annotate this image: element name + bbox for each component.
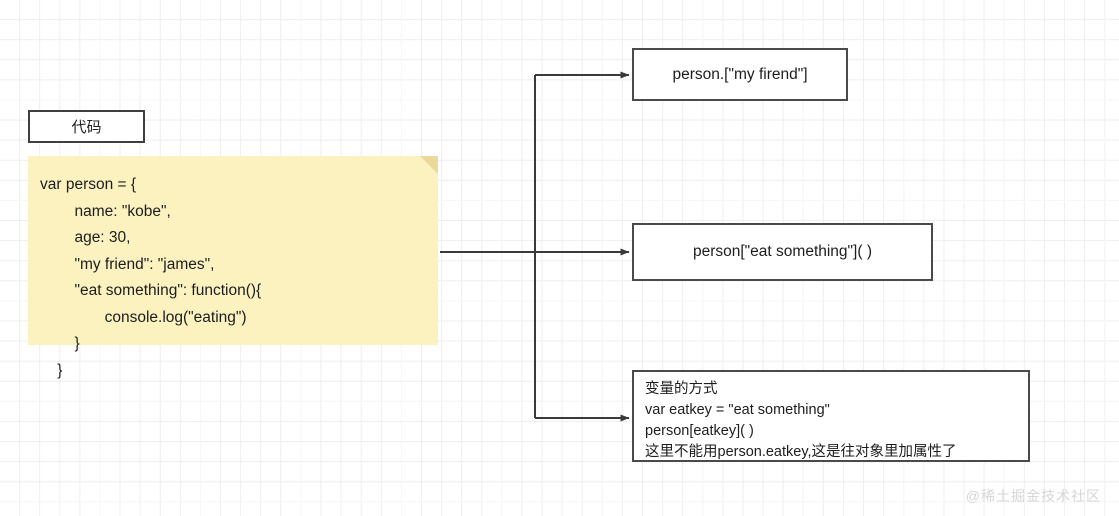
code-label-text: 代码 [71,119,102,136]
code-note-text: var person = { name: "kobe", age: 30, "m… [40,176,262,379]
note-fold-corner [420,156,438,174]
output-box-property-access: person.["my firend"] [632,48,848,101]
watermark: @稀土掘金技术社区 [965,488,1101,504]
bottom-box-line-4: 这里不能用person.eatkey,这是往对象里加属性了 [645,444,957,460]
bottom-box-line-1: 变量的方式 [645,381,718,397]
bottom-box-line-3: person[eatkey]( ) [645,423,754,439]
output-box-method-call: person["eat something"]( ) [632,223,933,281]
output-box-middle-text: person["eat something"]( ) [692,243,872,260]
output-box-variable-key-note: 变量的方式 var eatkey = "eat something" perso… [632,370,1030,462]
output-box-top-text: person.["my firend"] [672,65,808,83]
code-label-box: 代码 [28,110,145,143]
code-note: var person = { name: "kobe", age: 30, "m… [28,156,438,379]
bottom-box-line-2: var eatkey = "eat something" [645,402,830,418]
